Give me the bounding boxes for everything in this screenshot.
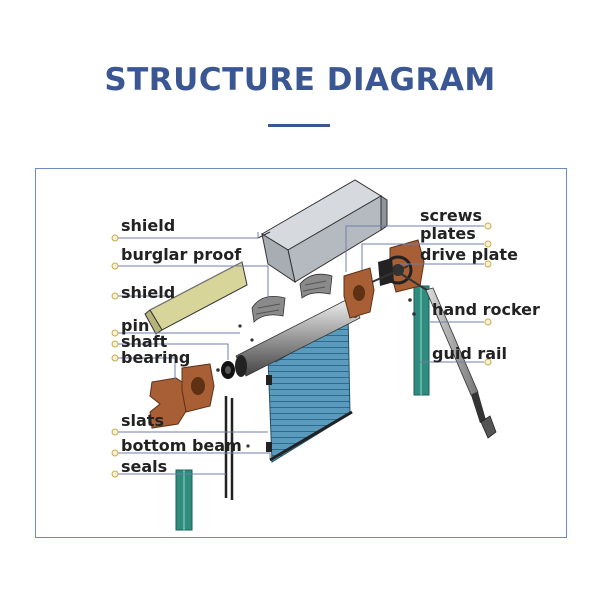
label-slats: slats (121, 411, 164, 430)
label-bottom-beam: bottom beam (121, 436, 242, 455)
label-burglar-proof: burglar proof (121, 245, 242, 264)
pins-vertical (224, 396, 234, 500)
bearing (221, 361, 235, 379)
burglar-proof-piece-2 (299, 273, 333, 299)
page-title: STRUCTURE DIAGRAM (104, 62, 496, 98)
screws-parts (216, 298, 416, 448)
label-drive-plate: drive plate (420, 245, 518, 264)
shield-strip (144, 261, 248, 335)
hand-rocker (397, 271, 497, 439)
diagram-frame (35, 168, 567, 538)
label-hand-rocker: hand rocker (432, 300, 540, 319)
guide-rail-right (413, 285, 430, 396)
label-seals: seals (121, 457, 168, 476)
label-dots (111, 222, 492, 478)
shield-panel (257, 179, 388, 284)
label-pin: pin (121, 316, 150, 335)
guide-rail-left (175, 469, 193, 531)
label-plates: plates (420, 224, 476, 243)
drive-plate-assembly (371, 239, 425, 293)
leader-lines (118, 225, 484, 475)
label-bearing: bearing (121, 348, 191, 367)
label-shield-mid: shield (121, 283, 176, 302)
label-shield-top: shield (121, 216, 176, 235)
label-screws: screws (420, 206, 483, 225)
label-guid-rail: guid rail (432, 344, 508, 363)
title-underline (268, 124, 330, 127)
label-shaft: shaft (121, 332, 168, 351)
burglar-proof-piece-1 (251, 295, 286, 323)
end-plate-left-inner (181, 363, 215, 413)
end-plate-right (343, 267, 375, 319)
